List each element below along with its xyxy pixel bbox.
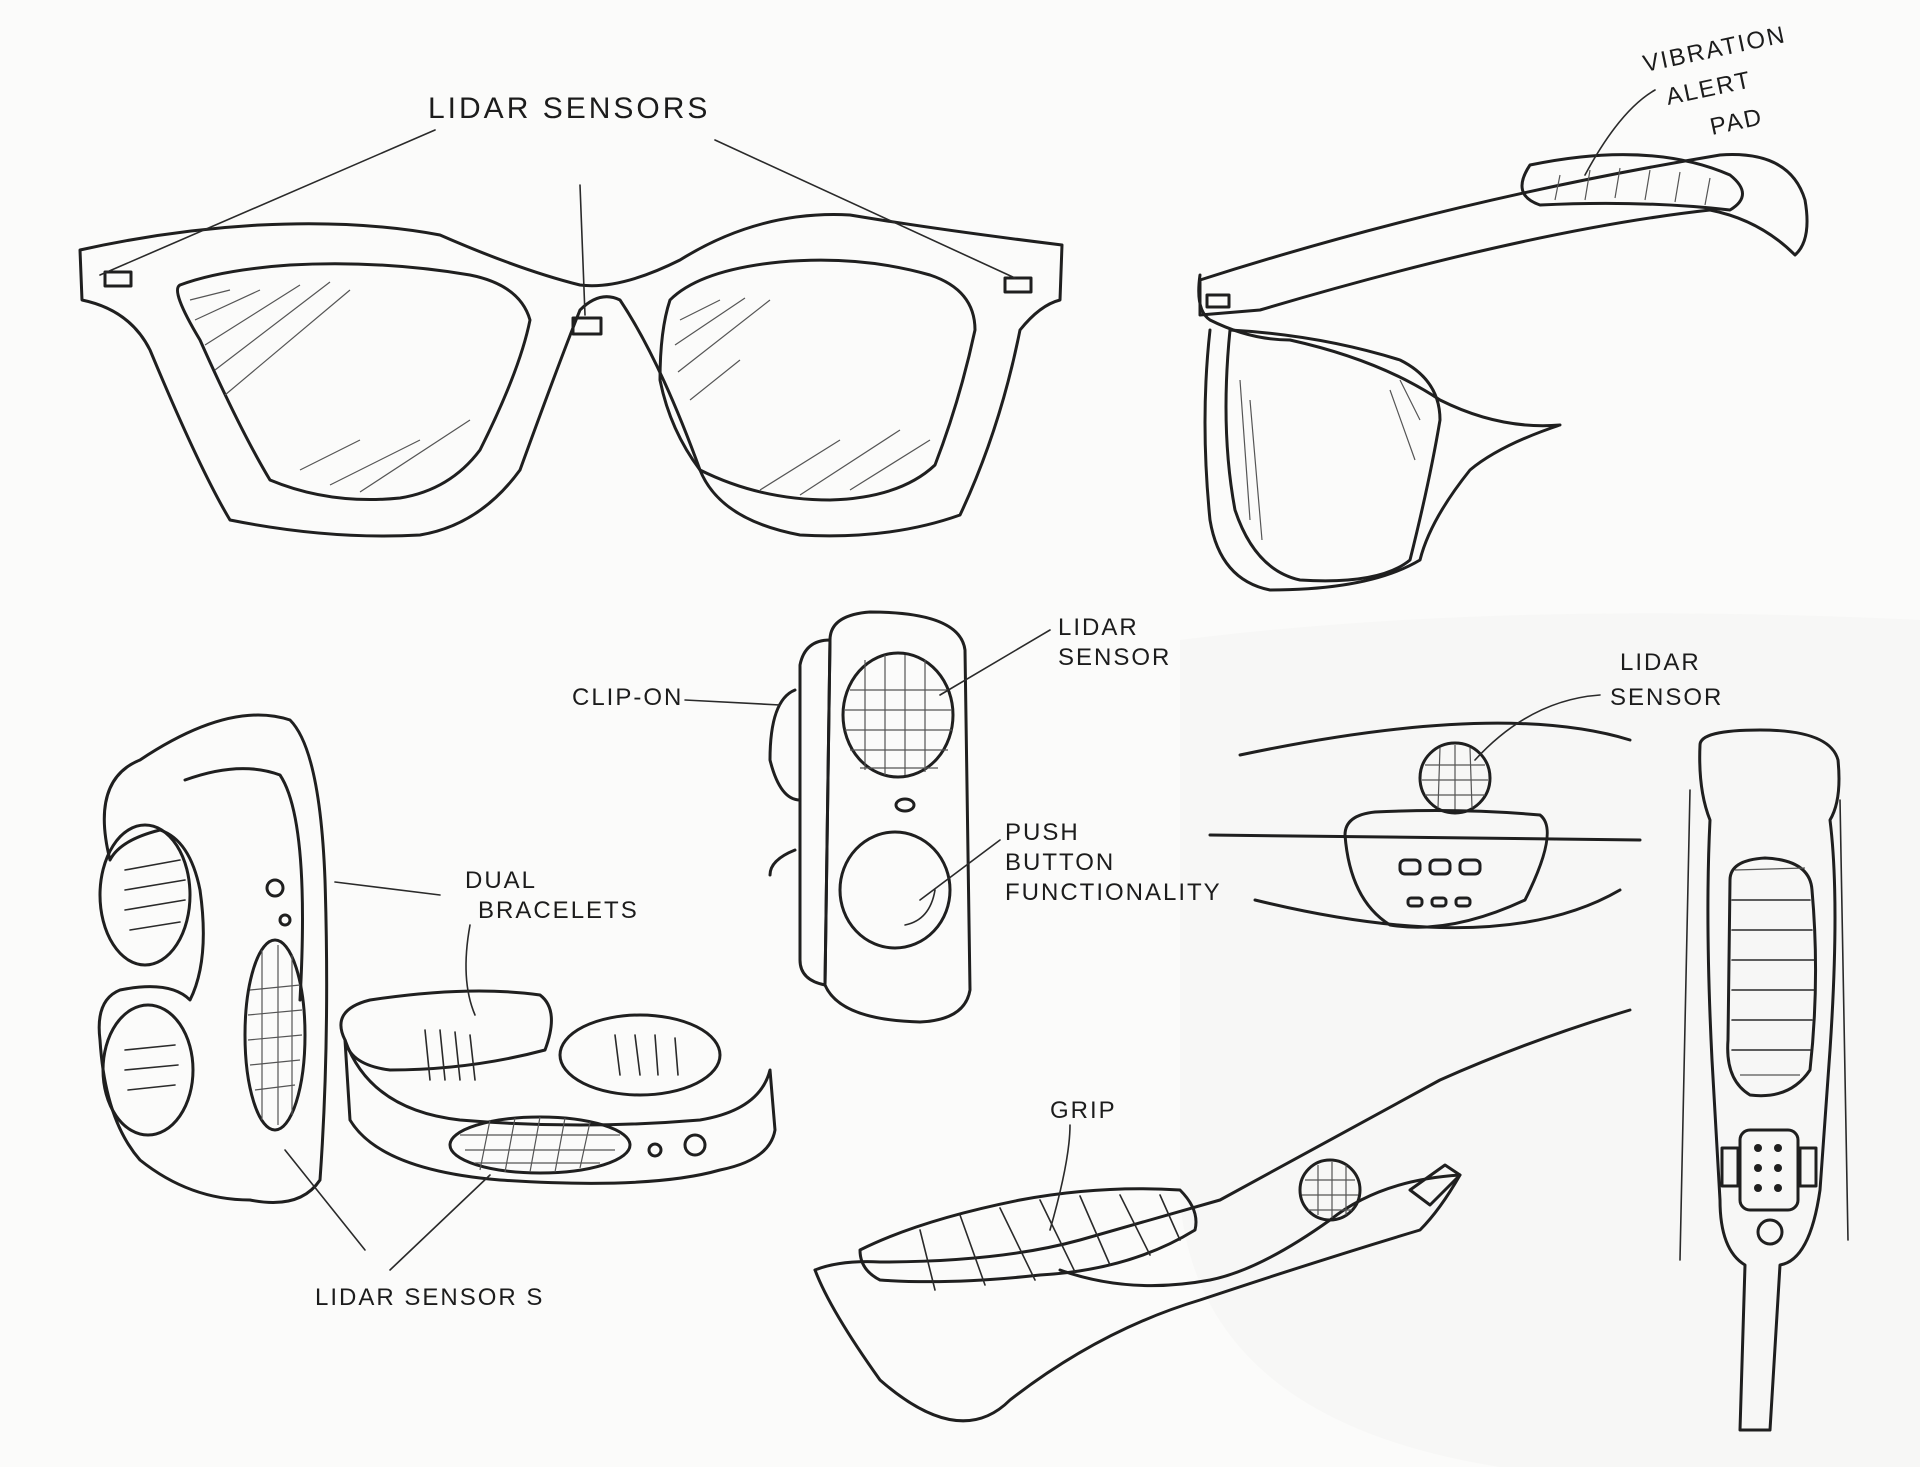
label-cane-lidar-1: LIDAR xyxy=(1620,649,1701,676)
label-lidar-sensors: LIDAR SENSORS xyxy=(428,92,710,125)
cane-lidar-sensor-icon xyxy=(1418,741,1492,815)
vibration-alert-pad-icon xyxy=(1520,153,1744,212)
cane-grip-sketch xyxy=(813,1008,1632,1423)
lidar-sensor-side-icon xyxy=(1205,293,1231,309)
glasses-front-sketch xyxy=(78,129,1064,538)
lidar-sensor-left-icon xyxy=(103,270,133,288)
label-clip-lidar-1: LIDAR xyxy=(1058,614,1139,641)
lidar-sensor-bridge-icon xyxy=(571,316,603,336)
label-vibration-2: ALERT xyxy=(1664,66,1755,110)
label-vibration-1: VIBRATION xyxy=(1641,21,1789,78)
clip-on-device-sketch xyxy=(684,610,1051,1024)
grip-lidar-sensor-icon xyxy=(1298,1158,1362,1222)
push-button-icon xyxy=(838,830,952,950)
cane-handle-front-sketch xyxy=(1679,728,1849,1432)
label-bracelet-lidar: LIDAR SENSOR S xyxy=(315,1284,544,1311)
glasses-side-sketch xyxy=(1197,89,1809,592)
lidar-sensor-right-icon xyxy=(1003,276,1033,294)
bracelet-lidar-sensor-left-icon xyxy=(243,938,307,1132)
label-bracelets-2: BRACELETS xyxy=(478,897,639,924)
cane-button-panel-icon xyxy=(1738,1128,1800,1212)
label-grip: GRIP xyxy=(1050,1097,1117,1124)
label-bracelets-1: DUAL xyxy=(465,867,537,894)
label-cane-lidar-2: SENSOR xyxy=(1610,684,1723,711)
cane-handle-top-sketch xyxy=(1208,694,1642,930)
label-clip-on: CLIP-ON xyxy=(572,684,683,711)
label-push-3: FUNCTIONALITY xyxy=(1005,879,1222,906)
label-push-2: BUTTON xyxy=(1005,849,1115,876)
label-clip-lidar-2: SENSOR xyxy=(1058,644,1171,671)
dual-bracelets-sketch xyxy=(97,713,777,1271)
label-push-1: PUSH xyxy=(1005,819,1080,846)
label-vibration-3: PAD xyxy=(1708,103,1766,141)
clip-lidar-sensor-icon xyxy=(841,651,955,779)
